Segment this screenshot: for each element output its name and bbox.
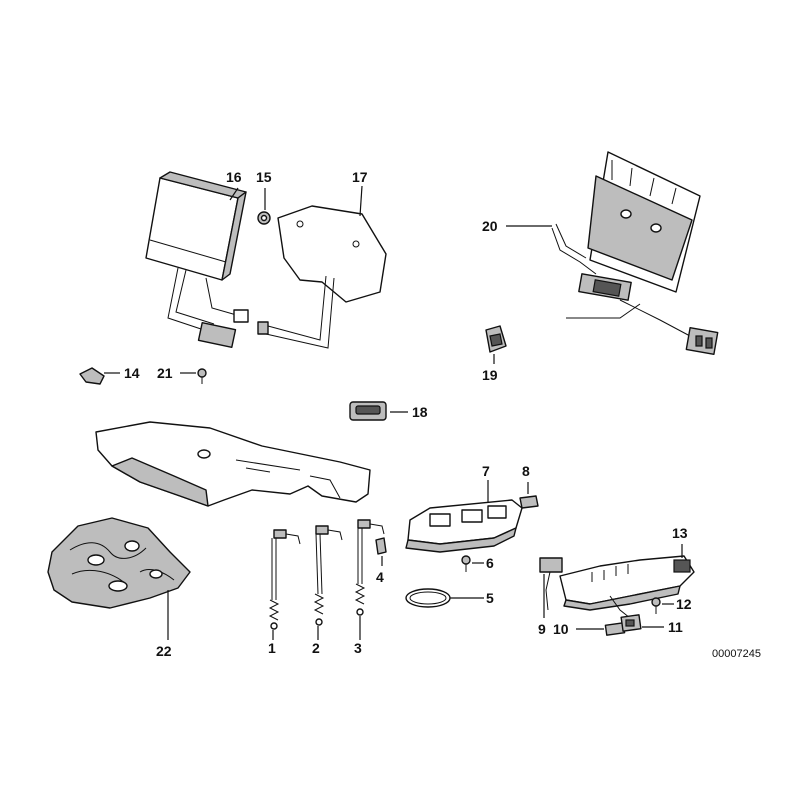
part-2-wire-rod[interactable] <box>313 525 343 626</box>
part-11-socket[interactable] <box>609 595 642 632</box>
part-9-connector[interactable] <box>545 571 551 611</box>
part-19-clip[interactable] <box>485 325 507 353</box>
part-20-backrest-frame[interactable] <box>551 151 719 355</box>
part-16-control-module[interactable] <box>145 171 249 349</box>
part-15-nut[interactable] <box>257 211 271 225</box>
leader-17 <box>359 185 363 217</box>
callout-18: 18 <box>412 404 428 420</box>
seat-pan[interactable] <box>95 421 371 507</box>
callout-6: 6 <box>486 555 494 571</box>
callout-12: 12 <box>676 596 692 612</box>
part-21-screw[interactable] <box>197 368 207 384</box>
callout-7: 7 <box>482 463 490 479</box>
callout-2: 2 <box>312 640 320 656</box>
callout-5: 5 <box>486 590 494 606</box>
callout-11: 11 <box>668 619 683 635</box>
part-18-switch[interactable] <box>349 401 387 421</box>
callout-3: 3 <box>354 640 362 656</box>
callout-20: 20 <box>482 218 498 234</box>
callout-17: 17 <box>352 169 368 185</box>
callout-15: 15 <box>256 169 272 185</box>
part-5-ring[interactable] <box>405 588 451 608</box>
part-1-wire-rod[interactable] <box>268 529 301 630</box>
callout-21: 21 <box>157 365 173 381</box>
part-3-wire-rod[interactable] <box>354 519 385 616</box>
leader-16 <box>229 187 239 201</box>
callout-9: 9 <box>538 621 546 637</box>
callout-19: 19 <box>482 367 498 383</box>
callout-16: 16 <box>226 169 242 185</box>
diagram-reference-code: 00007245 <box>712 648 761 660</box>
part-22-foam-pad[interactable] <box>47 517 191 609</box>
part-8-pad[interactable] <box>519 495 539 509</box>
callout-8: 8 <box>522 463 530 479</box>
part-17-bracket[interactable] <box>257 205 387 349</box>
callout-1: 1 <box>268 640 276 656</box>
callout-22: 22 <box>156 643 172 659</box>
part-6-screw[interactable] <box>461 555 471 572</box>
callout-10: 10 <box>553 621 569 637</box>
part-13-switch-housing[interactable] <box>539 555 695 611</box>
callout-4: 4 <box>376 569 384 585</box>
callout-14: 14 <box>124 365 140 381</box>
part-12-screw[interactable] <box>651 597 661 614</box>
callout-13: 13 <box>672 525 688 541</box>
part-7-trim-bracket[interactable] <box>405 499 523 553</box>
part-14-clamp[interactable] <box>79 367 105 385</box>
part-4-clip[interactable] <box>375 537 387 555</box>
